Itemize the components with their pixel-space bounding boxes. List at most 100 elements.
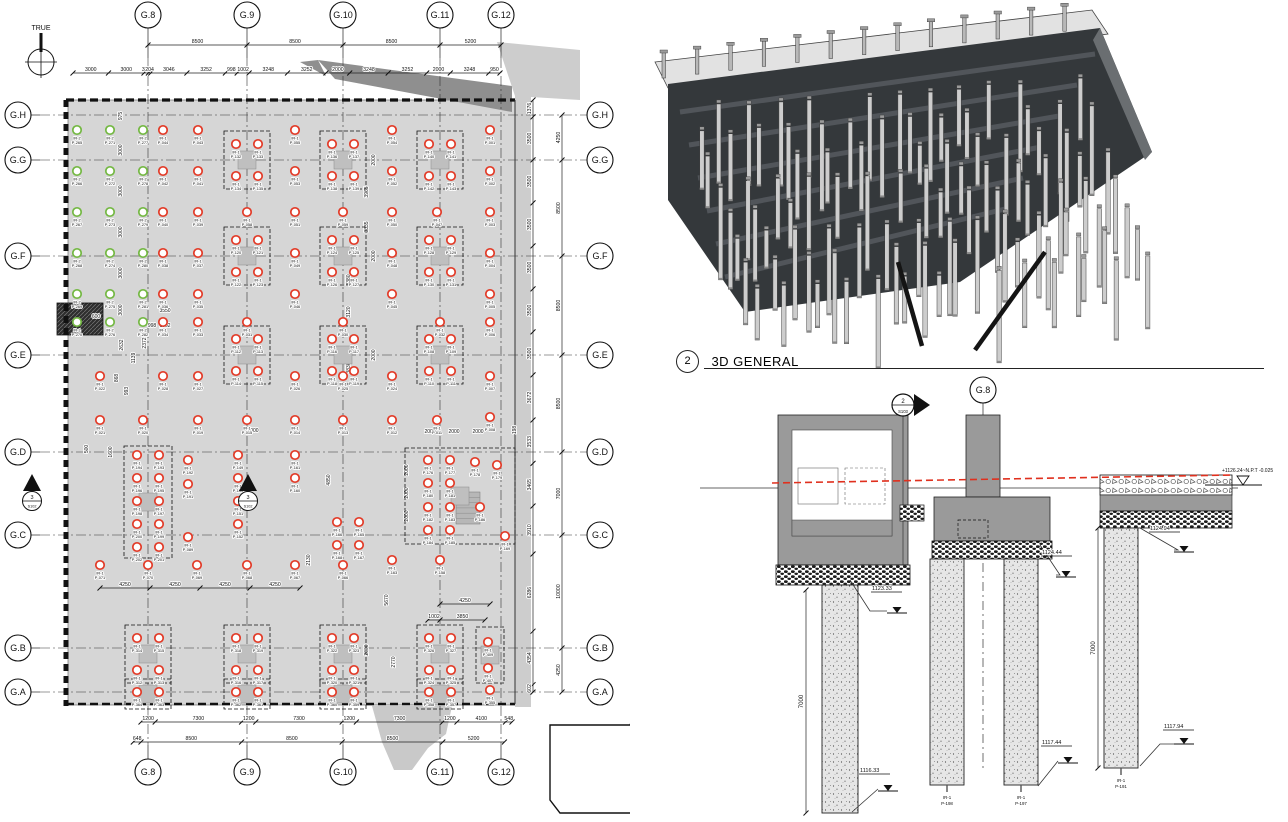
dim-text: P-273 [105, 222, 115, 227]
dim-text: IR-1 [425, 698, 432, 703]
dim-text: P-013 [338, 430, 348, 435]
pile-marker: IR-1P-321 [348, 664, 360, 686]
pile-marker: IR-1P-089 [182, 531, 194, 553]
dim-text: P-055 [290, 140, 300, 145]
dim-text: P-004 [485, 263, 496, 268]
dim-text: P-359 [349, 702, 359, 707]
dim-text: P-191 [1115, 784, 1127, 789]
dim-text: P-066 [338, 575, 348, 580]
dim-text: IR-1 [159, 300, 166, 305]
view-number-bubble: 2 [676, 350, 699, 373]
pile-marker: IR-1P-186 [474, 501, 486, 523]
dim-text: P-407 [483, 678, 493, 683]
dim-text: P-113 [253, 349, 263, 354]
dim-text: IR-1 [193, 571, 200, 576]
dim-text: 8500 [289, 39, 301, 45]
dim-text: IR-1 [133, 676, 140, 681]
dim-text: IR-1 [425, 278, 432, 283]
dim-text: G.H [592, 110, 608, 120]
dim-text: P-034 [158, 332, 169, 337]
dim-text: 602 [527, 684, 533, 693]
dim-text: IR-1 [232, 150, 239, 155]
dim-text: IR-1 [425, 345, 432, 350]
dim-text: P-136 [327, 154, 337, 159]
pile-marker: IR-1P-313 [153, 664, 165, 686]
dim-text: P-043 [193, 140, 203, 145]
dim-text: IR-1 [447, 644, 454, 649]
dim-text: P-360 [327, 702, 338, 707]
dim-text: IR-1 [424, 489, 431, 494]
dim-text: P-041 [193, 181, 203, 186]
pile-marker: IR-1P-050 [386, 206, 399, 228]
pile-marker: IR-1P-195 [153, 472, 165, 494]
grid-bubble [426, 758, 454, 786]
pile-marker: IR-1P-316 [230, 664, 242, 686]
dim-text: P-409 [483, 652, 493, 657]
dim-text: IR-1 [159, 382, 166, 387]
dim-text: IR-1 [355, 551, 362, 556]
dim-text: P-135 [253, 186, 263, 191]
pile-marker: IR-1P-025 [337, 370, 349, 392]
dim-text: G.G [592, 155, 609, 165]
dim-text: G.8 [976, 385, 991, 395]
pile-marker: IR-1P-131 [445, 266, 457, 288]
dim-text: IR-1 [328, 377, 335, 382]
pile-marker: IR-1P-168 [331, 539, 343, 561]
pile-marker: IR-1P-117 [348, 333, 360, 355]
pile-marker: IR-1P-123 [252, 266, 264, 288]
dim-text: 373 [142, 67, 151, 73]
dim-text: P-274 [105, 263, 116, 268]
dim-text: P-109 [446, 349, 456, 354]
pile-marker: IR-2P-270 [71, 316, 84, 338]
pile-marker: IR-1P-314 [131, 632, 144, 654]
dim-text: IR-1 [436, 328, 443, 333]
dim-text: 3500 [527, 133, 533, 145]
dim-text: P-042 [158, 181, 168, 186]
dim-text: 2000 [371, 154, 377, 165]
pile-marker: IR-1P-059 [337, 206, 349, 228]
dim-text: IR-1 [291, 484, 298, 489]
dim-text: P-054 [387, 140, 398, 145]
pile-marker: IR-2P-269 [71, 288, 83, 310]
dim-text: P-027 [193, 386, 203, 391]
dim-text: IR-1 [232, 676, 239, 681]
dim-text: 3248 [263, 67, 275, 73]
dim-text: 3910 [527, 524, 533, 536]
dim-text: 7000 [556, 488, 562, 500]
dim-text: P-119 [349, 381, 359, 386]
pile-marker: IR-1P-167 [353, 539, 365, 561]
section-pile [1103, 527, 1139, 769]
dim-text: 1376 [527, 103, 533, 115]
dim-text: IR-1 [471, 468, 478, 473]
dim-text: 4250 [556, 664, 562, 676]
dim-text: P-168 [332, 555, 342, 560]
dim-text: 3000 [118, 144, 124, 155]
dim-text: 2000 [404, 510, 410, 521]
dim-text: 2000 [364, 644, 370, 655]
pile-marker: IR-1P-176 [422, 454, 434, 476]
dim-text: IR-1 [184, 466, 191, 471]
dim-text: P-271 [105, 140, 115, 145]
dim-text: 2 [901, 399, 905, 405]
pile-marker: IR-1P-047 [431, 206, 443, 228]
dim-text: S102 [244, 505, 253, 509]
pile-marker: IR-1P-020 [137, 414, 150, 436]
3d-cable [895, 261, 925, 347]
north-label: TRUE [31, 25, 50, 32]
dim-text: 1124.44 [1042, 550, 1062, 556]
dim-text: IR-1 [155, 484, 162, 489]
grid-bubble [4, 341, 32, 369]
dim-text: P-112 [231, 349, 241, 354]
dim-text: P-179 [492, 475, 502, 480]
section-pile-tag: IR-1P-198 [940, 785, 954, 807]
dim-text: IR-1 [243, 328, 250, 333]
dim-text: P-326 [424, 648, 434, 653]
dim-text: IR-1 [291, 300, 298, 305]
pile-marker: IR-1P-183 [444, 501, 456, 523]
dim-text: IR-1 [155, 698, 162, 703]
dim-text: 8500 [186, 736, 198, 742]
grid-bubble [4, 438, 32, 466]
pile-marker: IR-1P-360 [326, 686, 339, 708]
dim-text: P-182 [423, 517, 433, 522]
dim-text: IR-1 [159, 136, 166, 141]
